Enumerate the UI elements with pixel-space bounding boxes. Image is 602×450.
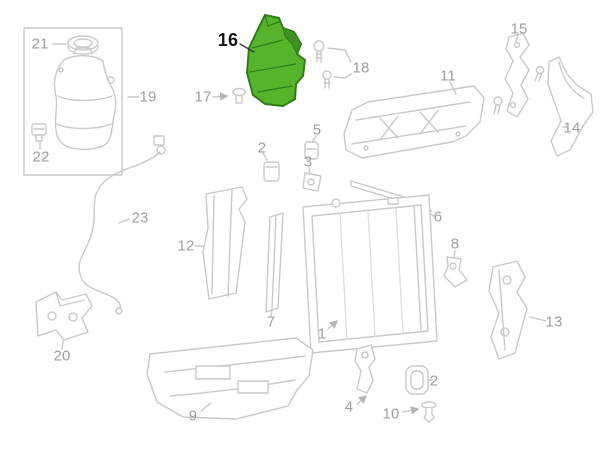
part-5-mount-pad — [304, 135, 319, 160]
part-label-13[interactable]: 13 — [545, 313, 563, 331]
part-label-11[interactable]: 11 — [440, 67, 456, 85]
part-label-15[interactable]: 15 — [510, 20, 528, 38]
reservoir-inset-box — [23, 27, 123, 176]
part-15-side-bracket-upper — [504, 32, 545, 118]
part-17-push-clip — [212, 87, 246, 104]
part-label-19[interactable]: 19 — [139, 88, 157, 106]
part-23-coolant-hose — [78, 135, 166, 315]
part-label-4[interactable]: 4 — [344, 398, 354, 416]
part-13-side-bracket-lower — [488, 260, 547, 360]
part-label-1[interactable]: 1 — [317, 325, 327, 343]
part-20-mount-bracket — [35, 291, 93, 350]
part-label-17[interactable]: 17 — [194, 88, 212, 106]
part-8-small-bracket — [443, 250, 468, 288]
part-22-level-sensor — [31, 123, 47, 150]
part-label-9[interactable]: 9 — [188, 407, 198, 425]
part-3-small-bracket — [302, 167, 322, 192]
part-label-21[interactable]: 21 — [31, 35, 49, 53]
part-label-2[interactable]: 2 — [257, 139, 267, 157]
part-19-expansion-tank — [53, 47, 140, 151]
part-2-grommet-upper — [262, 152, 280, 182]
part-label-5[interactable]: 5 — [312, 121, 322, 139]
part-label-12[interactable]: 12 — [177, 237, 195, 255]
part-18-bolts — [313, 40, 352, 89]
part-label-14[interactable]: 14 — [563, 119, 581, 137]
part-label-16-highlighted[interactable]: 16 — [217, 30, 239, 50]
part-label-10[interactable]: 10 — [382, 405, 400, 423]
part-1-radiator — [302, 194, 438, 354]
part-label-6[interactable]: 6 — [433, 208, 443, 226]
part-2-grommet-lower — [405, 365, 433, 395]
part-9-under-tray — [146, 337, 314, 420]
part-label-22[interactable]: 22 — [32, 148, 50, 166]
part-label-20[interactable]: 20 — [53, 347, 71, 365]
part-label-2[interactable]: 2 — [429, 372, 439, 390]
part-11-upper-support-panel — [343, 81, 485, 159]
part-10-push-pin — [402, 401, 437, 423]
part-4-lower-bracket — [354, 344, 376, 405]
part-16-highlighted-reservoir-shield[interactable] — [239, 14, 306, 107]
part-label-23[interactable]: 23 — [131, 209, 149, 227]
part-label-18[interactable]: 18 — [352, 59, 370, 77]
part-12-air-deflector-left — [194, 186, 248, 300]
part-label-7[interactable]: 7 — [266, 313, 276, 331]
part-label-8[interactable]: 8 — [450, 235, 460, 253]
part-14-side-bracket — [493, 56, 594, 157]
part-7-side-seal — [265, 212, 284, 317]
part-label-3[interactable]: 3 — [303, 153, 313, 171]
